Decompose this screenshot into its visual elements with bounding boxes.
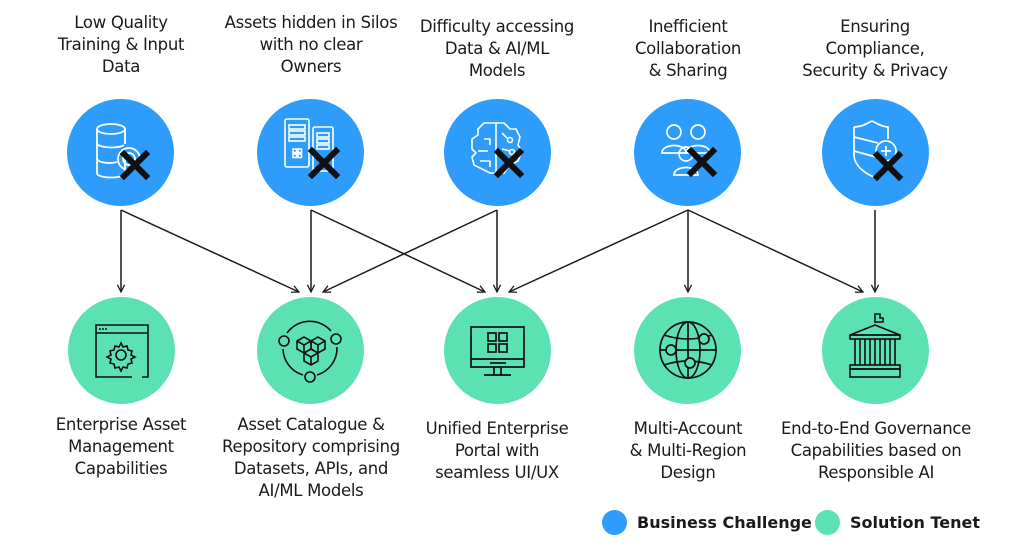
label-line: End-to-End Governance xyxy=(781,419,971,438)
label-line: seamless UI/UX xyxy=(435,463,559,482)
arrow-c1-to-s2 xyxy=(120,209,299,292)
challenge-label-inefficient-collaboration: Inefficient Collaboration & Sharing xyxy=(588,16,788,82)
database-search-icon xyxy=(96,123,151,181)
label-line: Design xyxy=(660,463,716,482)
cubes-network-icon xyxy=(278,320,342,383)
label-line: Unified Enterprise xyxy=(425,419,569,438)
servers-icon xyxy=(284,118,341,180)
shield-plus-icon xyxy=(853,120,904,182)
arrow-c4-to-s5 xyxy=(687,209,863,292)
brain-circuit-icon xyxy=(471,122,525,179)
label-line: & Multi-Region xyxy=(629,441,747,460)
label-line: Security & Privacy xyxy=(802,61,948,80)
challenge-node-difficulty-accessing xyxy=(444,99,551,206)
label-line: Ensuring xyxy=(840,17,910,36)
label-line: Inefficient xyxy=(648,17,728,36)
tenet-node-enterprise-asset-management xyxy=(68,297,175,404)
legend-label: Business Challenge xyxy=(637,513,812,532)
tenet-label-asset-catalogue: Asset Catalogue & Repository comprising … xyxy=(211,414,411,502)
label-line: Datasets, APIs, and xyxy=(233,459,389,478)
label-line: Low Quality xyxy=(74,13,168,32)
tenet-node-multi-account-region xyxy=(634,297,741,404)
label-line: Responsible AI xyxy=(817,463,935,482)
tenet-label-enterprise-asset-management: Enterprise Asset Management Capabilities xyxy=(21,414,221,480)
challenge-node-inefficient-collaboration xyxy=(634,99,741,206)
monitor-apps-icon xyxy=(470,326,525,376)
challenge-node-low-quality-data xyxy=(67,99,174,206)
label-line: Management xyxy=(68,437,174,456)
label-line: Data xyxy=(101,57,141,76)
arrow-c4-to-s3 xyxy=(509,209,689,292)
users-group-icon xyxy=(661,124,718,178)
label-line: with no clear xyxy=(259,35,363,54)
challenge-label-assets-in-silos: Assets hidden in Silos with no clear Own… xyxy=(211,12,411,78)
legend-item-solution-tenet: Solution Tenet xyxy=(815,510,980,535)
challenge-label-compliance: Ensuring Compliance, Security & Privacy xyxy=(775,16,975,82)
label-line: Capabilities xyxy=(74,459,168,478)
label-line: Models xyxy=(468,61,526,80)
government-building-icon xyxy=(849,313,901,378)
arrow-c2-to-s3 xyxy=(310,209,485,292)
tenet-label-governance: End-to-End Governance Capabilities based… xyxy=(770,418,982,484)
label-line: Portal with xyxy=(454,441,540,460)
tenet-label-unified-portal: Unified Enterprise Portal with seamless … xyxy=(397,418,597,484)
label-line: AI/ML Models xyxy=(258,481,364,500)
label-line: Collaboration xyxy=(634,39,742,58)
label-line: Owners xyxy=(280,57,342,76)
challenge-label-difficulty-accessing: Difficulty accessing Data & AI/ML Models xyxy=(397,16,597,82)
window-gear-icon xyxy=(95,324,149,378)
legend-swatch-green xyxy=(815,510,840,535)
tenet-label-multi-account-region: Multi-Account & Multi-Region Design xyxy=(588,418,788,484)
label-line: Data & AI/ML xyxy=(444,39,550,58)
label-line: Enterprise Asset xyxy=(55,415,187,434)
challenge-node-assets-in-silos xyxy=(257,99,364,206)
label-line: Asset Catalogue & xyxy=(237,415,385,434)
challenge-label-low-quality-data: Low Quality Training & Input Data xyxy=(21,12,221,78)
label-line: Capabilities based on xyxy=(790,441,962,460)
label-line: Multi-Account xyxy=(633,419,743,438)
label-line: Difficulty accessing xyxy=(419,17,575,36)
label-line: & Sharing xyxy=(648,61,728,80)
legend-item-business-challenge: Business Challenge xyxy=(602,510,812,535)
arrow-c3-to-s2 xyxy=(323,209,498,292)
legend-label: Solution Tenet xyxy=(850,513,981,532)
challenge-node-compliance xyxy=(822,99,929,206)
globe-network-icon xyxy=(659,321,717,379)
tenet-node-governance xyxy=(822,297,929,404)
label-line: Repository comprising xyxy=(222,437,400,456)
label-line: Training & Input xyxy=(57,35,185,54)
tenet-node-unified-portal xyxy=(444,297,551,404)
legend-swatch-blue xyxy=(602,510,627,535)
label-line: Compliance, xyxy=(825,39,925,58)
tenet-node-asset-catalogue xyxy=(257,297,364,404)
label-line: Assets hidden in Silos xyxy=(224,13,398,32)
